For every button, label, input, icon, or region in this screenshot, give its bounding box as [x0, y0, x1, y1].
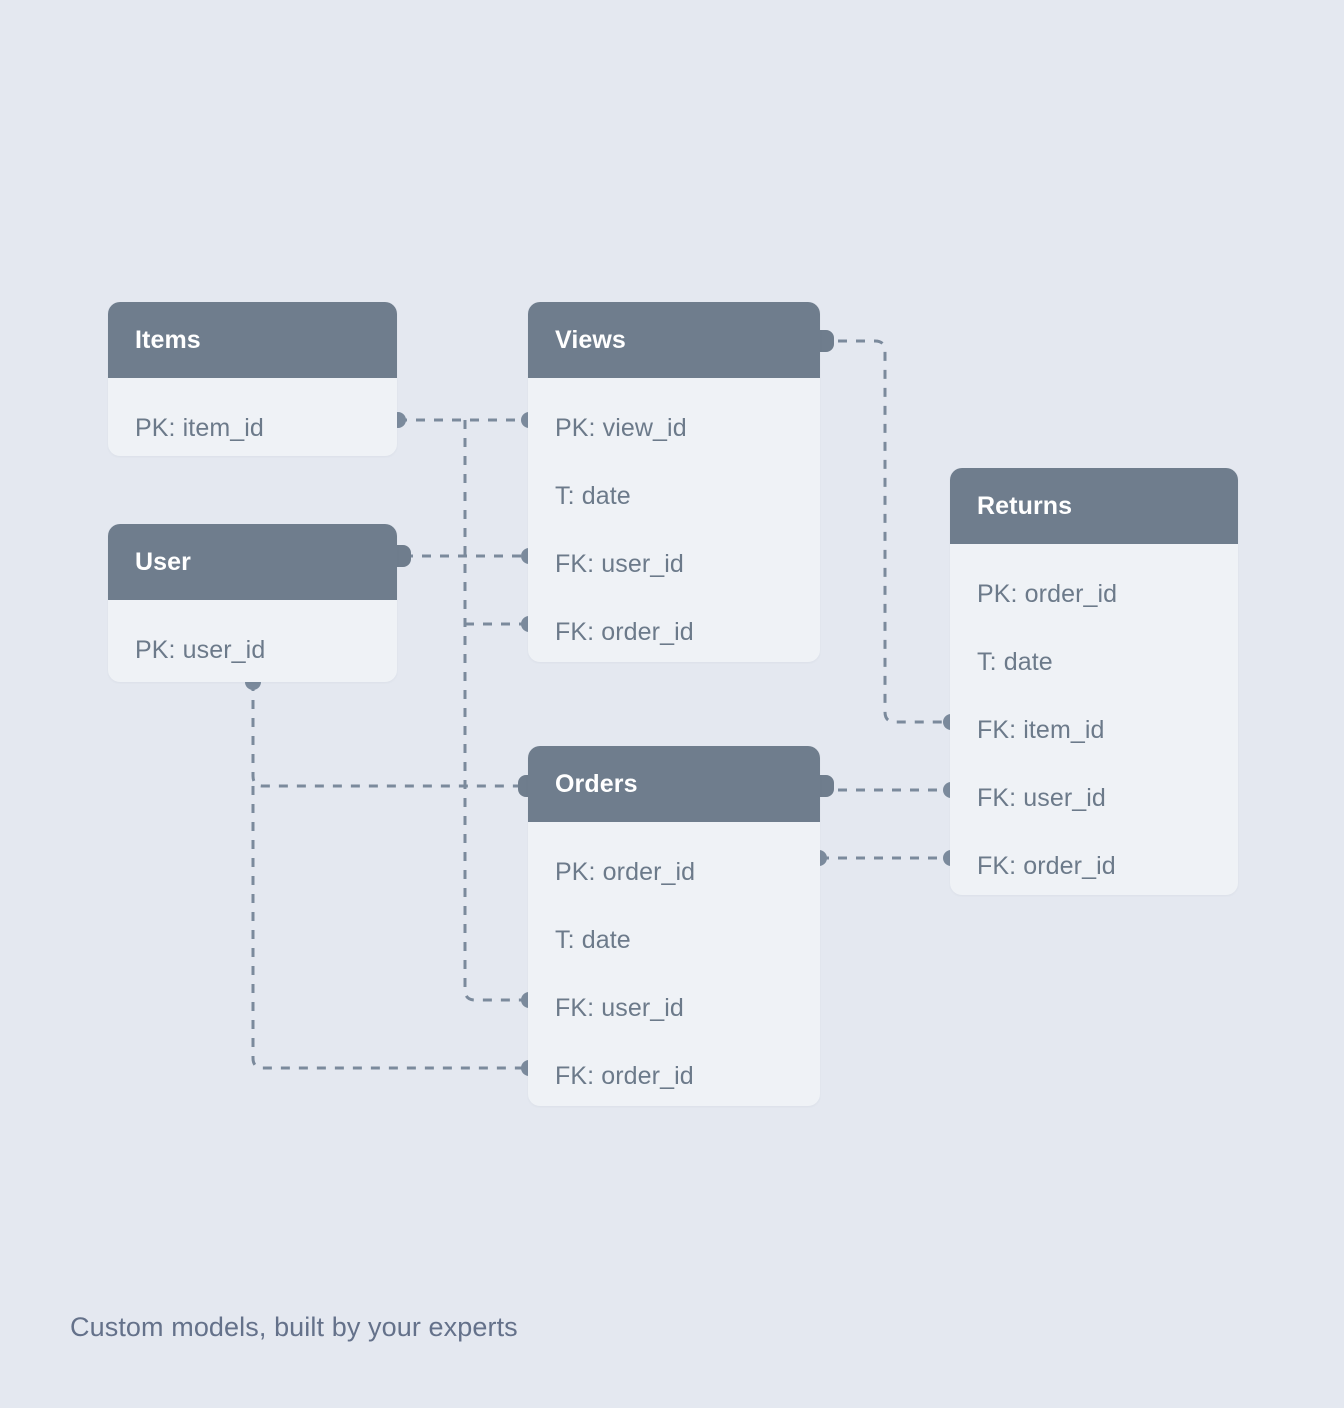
field-returns-user-id[interactable]: FK: user_id [977, 783, 1106, 812]
entity-items-title: Items [135, 325, 201, 354]
field-items-item-id[interactable]: PK: item_id [135, 413, 264, 442]
nub-user-header [397, 545, 411, 567]
entity-items[interactable]: Items PK: item_id [108, 302, 397, 456]
edge-items-orders [463, 420, 528, 1002]
diagram-caption: Custom models, built by your experts [70, 1312, 518, 1342]
entity-views-title: Views [555, 325, 626, 354]
field-orders-user-id[interactable]: FK: user_id [555, 993, 684, 1022]
field-orders-order-id-fk[interactable]: FK: order_id [555, 1061, 694, 1090]
entity-returns-title: Returns [977, 491, 1073, 520]
field-returns-date[interactable]: T: date [977, 647, 1053, 676]
field-returns-order-id-fk[interactable]: FK: order_id [977, 851, 1116, 880]
edge-user-orders [251, 786, 528, 1070]
entity-returns-body: PK: order_id T: date FK: item_id FK: use… [950, 544, 1238, 895]
entity-user-title: User [135, 547, 191, 576]
entity-user-body: PK: user_id [108, 600, 397, 682]
field-orders-order-id-pk[interactable]: PK: order_id [555, 857, 696, 886]
entity-orders[interactable]: Orders PK: order_id T: date FK: user_id … [528, 746, 820, 1106]
field-returns-order-id-pk[interactable]: PK: order_id [977, 579, 1118, 608]
entity-returns[interactable]: Returns PK: order_id T: date FK: item_id… [950, 468, 1238, 895]
entity-user-header: User [108, 524, 397, 600]
field-returns-item-id[interactable]: FK: item_id [977, 715, 1105, 744]
entity-views-body: PK: view_id T: date FK: user_id FK: orde… [528, 378, 820, 662]
entity-orders-header: Orders [528, 746, 820, 822]
entity-items-header: Items [108, 302, 397, 378]
field-views-date[interactable]: T: date [555, 481, 631, 510]
field-user-user-id[interactable]: PK: user_id [135, 635, 266, 664]
entity-items-body: PK: item_id [108, 378, 397, 456]
nub-views-header [820, 330, 834, 352]
entity-returns-header: Returns [950, 468, 1238, 544]
edge-orders-views [820, 339, 950, 724]
entity-orders-title: Orders [555, 769, 638, 798]
field-views-order-id[interactable]: FK: order_id [555, 617, 694, 646]
field-orders-date[interactable]: T: date [555, 925, 631, 954]
entity-views-header: Views [528, 302, 820, 378]
entity-orders-body: PK: order_id T: date FK: user_id FK: ord… [528, 822, 820, 1106]
entity-user[interactable]: User PK: user_id [108, 524, 397, 682]
nub-orders-header-right [820, 775, 834, 797]
entity-views[interactable]: Views PK: view_id T: date FK: user_id FK… [528, 302, 820, 662]
field-views-user-id[interactable]: FK: user_id [555, 549, 684, 578]
field-views-view-id[interactable]: PK: view_id [555, 413, 687, 442]
